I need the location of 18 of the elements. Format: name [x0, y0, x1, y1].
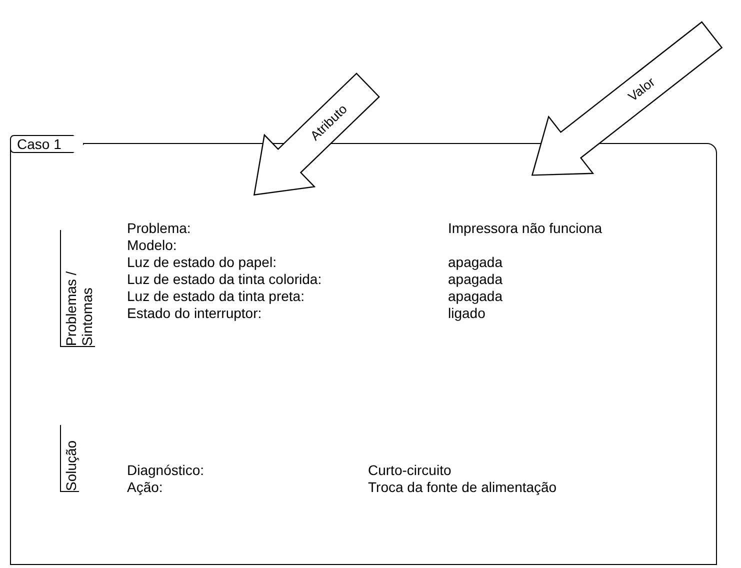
attribute-name: Ação:	[127, 479, 163, 496]
attribute-name: Luz de estado do papel:	[127, 254, 276, 271]
attribute-value: apagada	[448, 254, 503, 271]
attribute-value: apagada	[448, 288, 503, 305]
attribute-value: ligado	[448, 305, 486, 322]
attribute-value: apagada	[448, 271, 503, 288]
attribute-name: Luz de estado da tinta colorida:	[127, 271, 322, 288]
section-heading: Solução	[60, 425, 79, 492]
attribute-name: Luz de estado da tinta preta:	[127, 288, 304, 305]
attribute-name: Problema:	[127, 220, 191, 237]
section-heading: Problemas / Sintomas	[60, 230, 95, 347]
attribute-value: Troca da fonte de alimentação	[368, 479, 557, 496]
attribute-name: Diagnóstico:	[127, 462, 204, 479]
attribute-name: Estado do interruptor:	[127, 305, 262, 322]
attribute-value: Impressora não funciona	[448, 220, 602, 237]
case-tab: Caso 1	[10, 135, 84, 153]
attribute-name: Modelo:	[127, 237, 177, 254]
attribute-value: Curto-circuito	[368, 462, 452, 479]
